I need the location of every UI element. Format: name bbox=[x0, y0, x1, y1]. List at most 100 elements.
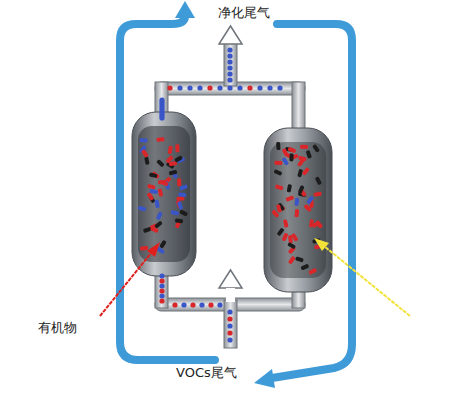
pellet bbox=[315, 220, 324, 228]
molecule bbox=[227, 85, 232, 90]
pellet bbox=[295, 256, 304, 262]
molecule bbox=[159, 293, 164, 298]
molecule bbox=[159, 115, 164, 120]
pellet bbox=[175, 218, 184, 223]
pellet bbox=[315, 176, 322, 185]
outlet-label: 净化尾气 bbox=[218, 5, 270, 21]
pellet bbox=[277, 227, 285, 236]
pellet bbox=[168, 146, 173, 155]
pellet bbox=[156, 211, 163, 220]
pointer-head-yellow bbox=[314, 238, 329, 251]
molecule bbox=[227, 53, 232, 58]
outlet-arrowhead bbox=[219, 26, 242, 44]
pellet bbox=[165, 155, 173, 164]
pellet bbox=[302, 167, 310, 176]
adsorber-vessel bbox=[132, 112, 196, 276]
pointer-arrow bbox=[100, 238, 410, 316]
molecule bbox=[257, 85, 262, 90]
pellet bbox=[276, 204, 282, 213]
adsorber-vessel bbox=[264, 128, 332, 292]
molecule bbox=[159, 298, 164, 303]
pellet bbox=[291, 233, 299, 242]
pellet bbox=[308, 268, 317, 275]
pellet bbox=[297, 169, 303, 178]
pellet bbox=[179, 209, 188, 216]
pellet bbox=[154, 220, 163, 228]
pipe-inlet bbox=[224, 300, 237, 348]
molecule bbox=[227, 316, 232, 321]
pipe-outlet bbox=[224, 42, 237, 86]
molecule bbox=[247, 85, 252, 90]
pellet bbox=[281, 157, 289, 166]
pellet bbox=[300, 264, 309, 271]
pellet bbox=[313, 192, 322, 197]
pellet bbox=[140, 246, 148, 251]
molecule bbox=[159, 278, 164, 283]
pellet bbox=[298, 185, 305, 194]
pellet bbox=[309, 219, 314, 227]
molecule bbox=[190, 302, 195, 307]
pellet bbox=[176, 197, 184, 201]
pellet bbox=[287, 242, 296, 249]
pellet bbox=[143, 227, 152, 233]
molecule bbox=[227, 77, 232, 82]
pellet bbox=[139, 138, 147, 142]
pellet bbox=[147, 184, 156, 190]
molecule bbox=[159, 288, 164, 293]
pellet bbox=[287, 184, 292, 193]
molecule bbox=[227, 47, 232, 52]
pellet bbox=[154, 199, 159, 208]
molecule bbox=[267, 85, 272, 90]
adsorbent-pellets bbox=[138, 137, 324, 275]
pellet bbox=[178, 192, 186, 197]
molecule bbox=[197, 85, 202, 90]
pellet bbox=[273, 169, 282, 176]
molecule bbox=[227, 65, 232, 70]
flow-arrowhead bbox=[175, 1, 195, 18]
pellet bbox=[141, 149, 149, 158]
pellet bbox=[306, 196, 314, 205]
inlet-arrow-stem bbox=[226, 288, 235, 302]
molecule bbox=[208, 302, 213, 307]
molecule bbox=[207, 85, 212, 90]
pointer-line-red bbox=[100, 252, 152, 316]
pellet bbox=[300, 145, 308, 149]
pellet bbox=[144, 156, 149, 165]
molecule bbox=[199, 302, 204, 307]
pellet bbox=[160, 180, 169, 187]
pellet bbox=[177, 178, 181, 186]
pellet bbox=[294, 198, 299, 206]
pellet bbox=[174, 155, 183, 163]
pointer-label: 有机物 bbox=[38, 320, 77, 336]
pellet bbox=[298, 156, 307, 162]
molecule bbox=[227, 309, 232, 314]
flow-arrow bbox=[120, 16, 352, 378]
pellet bbox=[285, 195, 294, 201]
molecule bbox=[181, 302, 186, 307]
pellet bbox=[288, 256, 296, 265]
pellet bbox=[169, 170, 178, 176]
molecule bbox=[277, 85, 282, 90]
inlet-label: VOCs尾气 bbox=[176, 365, 237, 381]
pellet bbox=[276, 142, 280, 150]
pellet bbox=[175, 144, 179, 152]
pellet bbox=[159, 240, 167, 249]
pellet bbox=[295, 209, 300, 217]
molecule bbox=[217, 85, 222, 90]
gas-molecules bbox=[159, 47, 282, 342]
molecule bbox=[187, 85, 192, 90]
vessel-window bbox=[138, 126, 190, 262]
molecule bbox=[227, 323, 232, 328]
inlet-arrowhead bbox=[219, 270, 242, 288]
pellet bbox=[287, 147, 296, 154]
molecule bbox=[227, 337, 232, 342]
pellet bbox=[156, 159, 165, 167]
pellet bbox=[156, 137, 164, 142]
molecule bbox=[172, 302, 177, 307]
molecule bbox=[227, 59, 232, 64]
pellet bbox=[170, 210, 179, 216]
pointer-line-yellow bbox=[324, 246, 410, 316]
molecule bbox=[159, 283, 164, 288]
